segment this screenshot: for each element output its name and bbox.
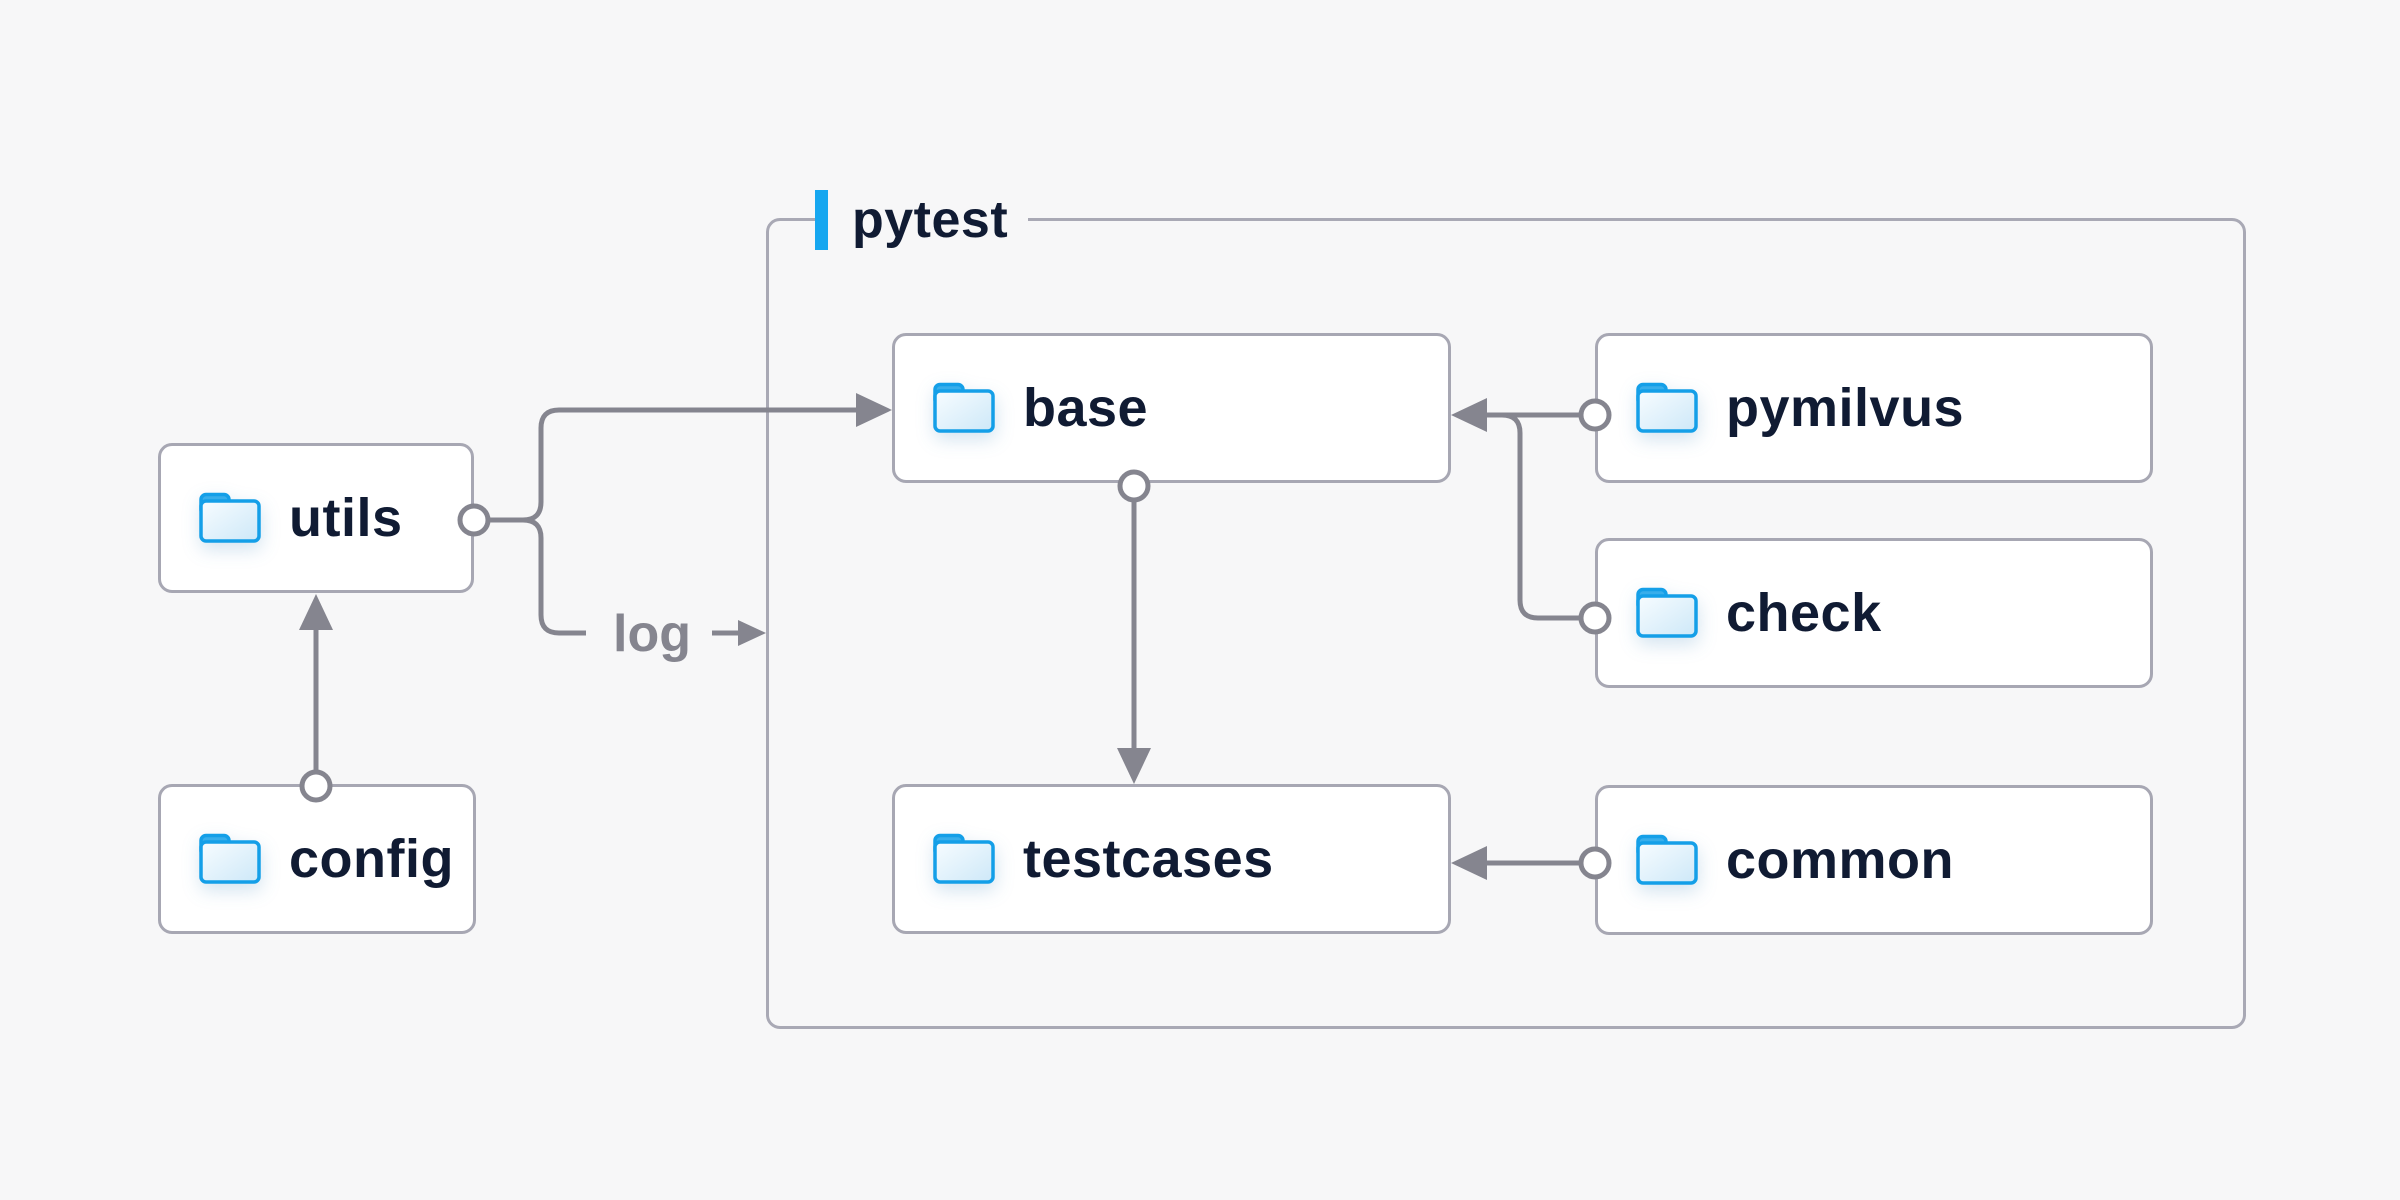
pytest-container-label: pytest [815,188,1029,252]
node-label: testcases [1023,829,1274,889]
folder-icon [931,382,997,434]
node-label: base [1023,378,1149,438]
node-base: base [892,333,1451,483]
node-label: pymilvus [1726,378,1965,438]
node-label: check [1726,583,1882,643]
node-testcases: testcases [892,784,1451,934]
node-label: common [1726,830,1955,890]
folder-icon [197,492,263,544]
node-utils: utils [158,443,474,593]
container-title: pytest [852,191,1009,249]
node-label: config [289,829,454,889]
arrowhead-up-utils [299,594,333,630]
node-pymilvus: pymilvus [1595,333,2153,483]
node-common: common [1595,785,2153,935]
folder-icon [1634,587,1700,639]
pytest-container: pytest [766,188,2246,1029]
folder-icon [931,833,997,885]
log-edge-label: log [613,605,691,663]
edge-utils-log [522,517,586,636]
folder-icon [1634,382,1700,434]
node-config: config [158,784,476,934]
node-label: utils [289,488,403,548]
folder-icon [1634,834,1700,886]
node-check: check [1595,538,2153,688]
folder-icon [197,833,263,885]
arrowhead-log [738,620,766,646]
accent-bar-icon [815,190,828,250]
